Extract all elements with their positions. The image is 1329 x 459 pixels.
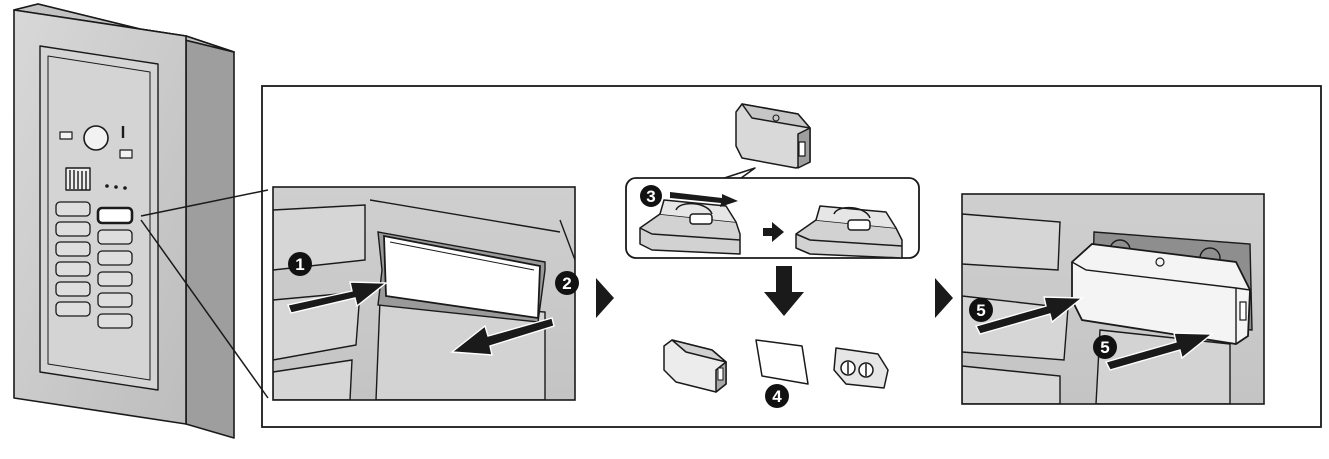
step-badge-4: 4 — [765, 384, 789, 408]
svg-text:5: 5 — [1100, 338, 1109, 357]
part-name-card — [755, 339, 809, 385]
card-holder-open-left — [639, 199, 741, 255]
keypad — [55, 201, 134, 329]
svg-text:2: 2 — [562, 274, 571, 293]
push-arrow-icon — [974, 296, 1084, 335]
name-card-key — [96, 206, 134, 225]
door-station — [13, 3, 235, 439]
part-frame — [833, 347, 889, 389]
speaker-grille-icon — [65, 167, 91, 191]
door-station-side — [185, 35, 235, 439]
panel-disassemble — [625, 103, 920, 393]
name-card — [383, 234, 541, 320]
indicator-right — [119, 149, 133, 159]
led-dots-icon — [105, 184, 127, 190]
card-holder-open-right — [795, 205, 903, 259]
slide-arrow-icon — [670, 192, 738, 207]
step-badge-3: 3 — [640, 185, 662, 207]
pull-arrow-icon — [450, 317, 555, 356]
panel-insert-card — [961, 193, 1265, 405]
step-badge-1: 1 — [288, 252, 312, 276]
step-badge-2: 2 — [555, 271, 579, 295]
step-badge-5a: 5 — [969, 298, 993, 322]
indicator-left — [59, 131, 73, 140]
panel-remove-card — [272, 186, 576, 401]
flow-arrow-icon — [596, 278, 614, 318]
push-arrow-icon — [287, 281, 388, 314]
card-holder-closed — [735, 103, 811, 169]
callout-lines — [140, 189, 269, 399]
push-arrow-icon — [1104, 332, 1214, 371]
svg-text:5: 5 — [976, 301, 985, 320]
transform-arrow-icon — [763, 222, 784, 242]
outer-frame — [261, 85, 1322, 428]
part-cover — [663, 339, 727, 393]
camera-icon — [83, 125, 109, 151]
inserted-holder — [1071, 243, 1251, 345]
svg-text:3: 3 — [646, 187, 655, 206]
down-arrow-icon — [764, 266, 804, 316]
flow-arrow-icon — [935, 278, 953, 318]
svg-text:4: 4 — [772, 387, 782, 406]
step-badge-5b: 5 — [1093, 335, 1117, 359]
svg-text:1: 1 — [295, 255, 304, 274]
